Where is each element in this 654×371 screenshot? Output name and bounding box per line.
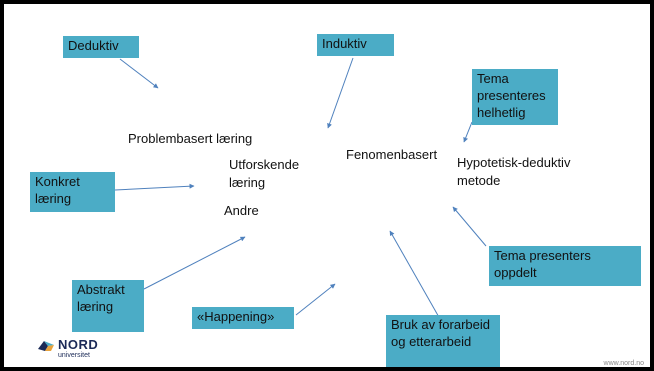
logo-sub: universitet [58, 352, 90, 359]
arrow-bruk-av [389, 230, 441, 320]
term-utforskende: Utforskende læring [229, 157, 300, 190]
arrow-tema-oppdelt [452, 206, 487, 247]
arrow-induktiv [327, 57, 354, 129]
logo-name: NORD [58, 337, 99, 352]
slide: Deduktiv Induktiv Tema presenteres helhe… [4, 4, 650, 367]
arrow-abstrakt [143, 236, 246, 290]
box-happening: «Happening» [192, 307, 294, 329]
box-konkret: Konkret læring [30, 172, 115, 212]
arrow-deduktiv [119, 58, 159, 89]
box-tema-oppdelt: Tema presenters oppdelt [489, 246, 641, 286]
box-bruk-av: Bruk av forarbeid og etterarbeid [386, 315, 500, 367]
box-deduktiv: Deduktiv [63, 36, 139, 58]
arrow-konkret [114, 183, 195, 191]
arrow-happening [295, 283, 336, 316]
arrow-tema-helhetlig [463, 121, 473, 143]
term-andre: Andre [224, 203, 259, 218]
term-fenomenbasert: Fenomenbasert [346, 147, 438, 162]
footer-url: www.nord.no [603, 360, 644, 367]
box-abstrakt: Abstrakt læring [72, 280, 144, 332]
term-hypotetisk: Hypotetisk-deduktiv metode [457, 155, 571, 188]
box-tema-helhetlig: Tema presenteres helhetlig [472, 69, 558, 125]
nord-universitet-logo-icon [38, 341, 54, 351]
nord-logo: NORD universitet [38, 336, 158, 366]
box-induktiv: Induktiv [317, 34, 394, 56]
term-problembasert: Problembasert læring [128, 131, 253, 146]
arrows-layer [114, 57, 487, 320]
